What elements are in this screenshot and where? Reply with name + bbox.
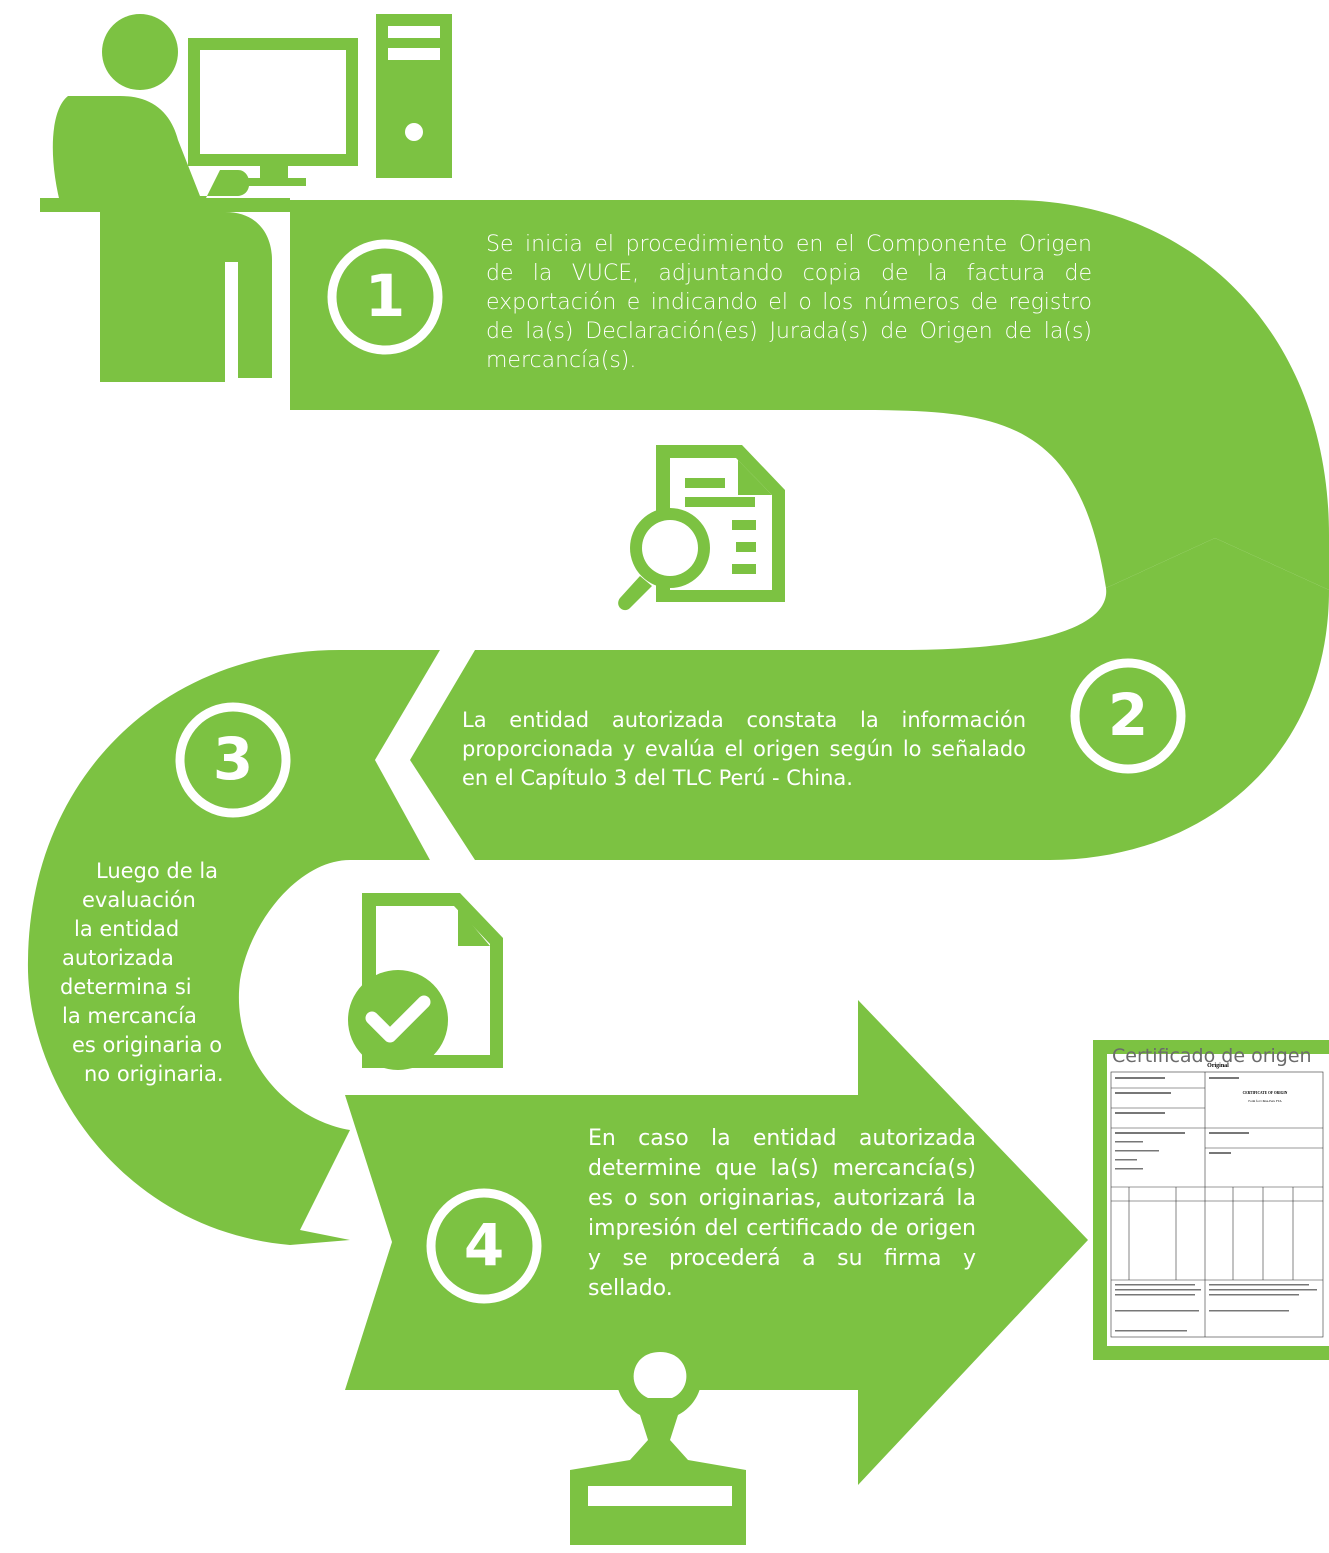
ribbon-arc-3 [27, 650, 440, 1245]
step-1-line: Se inicia el procedimiento en el Compone… [486, 232, 1092, 257]
step-3-line: Luego de la [96, 859, 219, 883]
step-3-line: evaluación [82, 888, 196, 912]
certificate-subtitle: Form for China-Peru FTA [1248, 1099, 1282, 1103]
step-4-line: y se procederá a su firma y sellado. [588, 1246, 976, 1301]
step-3-text: Luego de la evaluación la entidad autori… [40, 857, 240, 1089]
ribbon-arrow-4 [345, 1000, 1088, 1485]
step-3-line: autorizada [62, 946, 174, 970]
step-2-line: proporcionada y evalúa el origen según l… [462, 737, 1026, 761]
step-2-line: en el Capítulo 3 del TLC Perú - China. [462, 766, 853, 790]
certificate-title: CERTIFICATE OF ORIGIN [1243, 1091, 1288, 1095]
step-4-text: En caso la entidad autorizada determine … [588, 1124, 976, 1304]
ribbon-band-1 [290, 200, 1329, 590]
step-4-badge [426, 1188, 542, 1304]
step-1-line: exportación e indicando el o los números… [486, 290, 1092, 315]
step-1-line: de la(s) Declaración(es) Jurada(s) de Or… [486, 319, 1092, 344]
step-1-number: 1 [364, 262, 406, 330]
certificate-caption: Certificado de origen [1112, 1045, 1312, 1067]
step-3-line: no originaria. [84, 1062, 224, 1086]
step-3-number: 3 [212, 725, 254, 793]
step-1-line: de la VUCE, adjuntando copia de la factu… [486, 261, 1092, 286]
step-2-text: La entidad autorizada constata la inform… [462, 706, 1026, 793]
step-3-badge [175, 702, 291, 818]
stamp-icon [570, 1335, 746, 1545]
step-4-line: es o son originarias, autorizará la [588, 1186, 976, 1211]
step-1-badge [327, 239, 443, 355]
ribbon-band-2 [375, 538, 1329, 860]
step-2-badge [1070, 658, 1186, 774]
step-4-line: impresión del certificado de origen [588, 1216, 976, 1241]
step-3-line: es originaria o [72, 1033, 223, 1057]
step-3-line: la entidad [74, 917, 180, 941]
step-4-line: En caso la entidad autorizada [588, 1126, 976, 1151]
certificate-heading: Original [1207, 1063, 1229, 1069]
step-4-line: determine que la(s) mercancía(s) [588, 1156, 976, 1181]
step-3-line: determina si [60, 975, 192, 999]
flow-ribbon [27, 200, 1329, 1485]
step-1-line: mercancía(s). [486, 348, 637, 373]
person-at-computer-icon [40, 14, 452, 382]
document-check-icon [348, 893, 503, 1070]
step-4-number: 4 [463, 1211, 505, 1279]
step-3-line: la mercancía [62, 1004, 197, 1028]
step-2-line: La entidad autorizada constata la inform… [462, 708, 1026, 732]
certificate-of-origin-image: Original CERTIFICATE OF ORIGIN Form for … [1093, 1040, 1329, 1360]
step-1-text: Se inicia el procedimiento en el Compone… [486, 230, 1092, 375]
document-search-icon [618, 445, 785, 611]
step-2-number: 2 [1107, 681, 1149, 749]
